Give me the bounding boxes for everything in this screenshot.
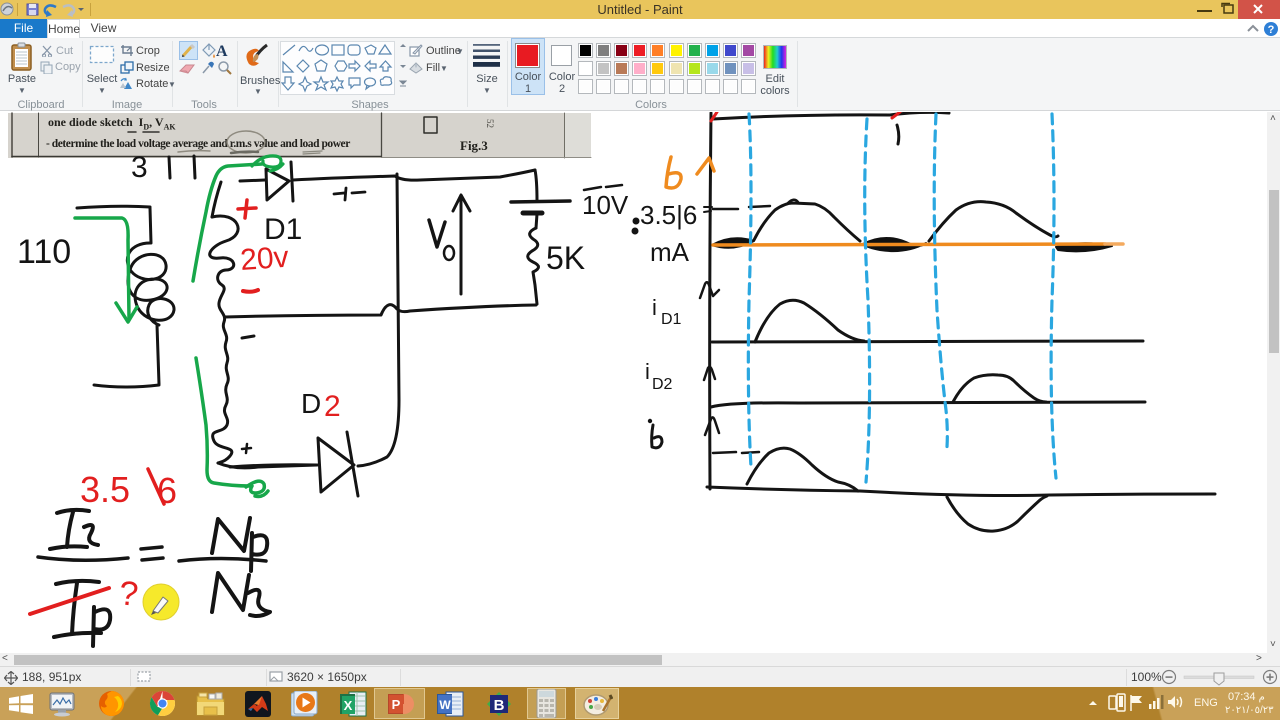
svg-text:52: 52 [485, 119, 495, 128]
svg-text:2: 2 [324, 390, 341, 423]
svg-text:20v: 20v [239, 241, 290, 277]
svg-text:?: ? [117, 574, 140, 614]
svg-text:i: i [645, 359, 650, 384]
svg-text:P: P [392, 697, 401, 712]
svg-text:D1: D1 [264, 213, 302, 246]
svg-text:6: 6 [157, 470, 177, 511]
svg-text:3.5: 3.5 [80, 469, 130, 510]
svg-text:D: D [301, 388, 321, 419]
svg-text:3.5|6: 3.5|6 [640, 200, 697, 230]
svg-text:5K: 5K [546, 240, 585, 276]
svg-text:110: 110 [17, 233, 71, 271]
svg-text:mA: mA [650, 237, 690, 267]
svg-text:?: ? [1268, 24, 1275, 36]
svg-text:X: X [344, 698, 353, 713]
svg-text:B: B [494, 697, 505, 714]
svg-text:i: i [652, 295, 657, 320]
svg-text:D2: D2 [652, 376, 673, 393]
svg-text:W: W [439, 698, 451, 712]
svg-text:3: 3 [131, 151, 148, 184]
svg-text:D1: D1 [661, 311, 682, 328]
svg-text:10V: 10V [582, 190, 629, 220]
